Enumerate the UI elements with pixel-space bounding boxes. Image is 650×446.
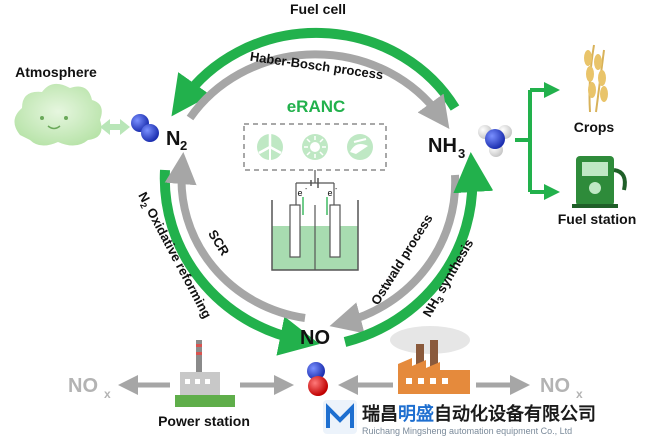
electron-right-sup: - [335,186,338,193]
fuel-cell-label: Fuel cell [290,1,346,17]
watermark-company-cn: 瑞昌明盛自动化设备有限公司 [362,403,596,424]
factory-icon [390,326,470,394]
n2-oxidative-rest: Oxidative reforming [142,202,215,321]
eranc-title: eRANC [287,97,346,116]
distribution-arrows [515,82,560,200]
nox-left-label: NO [68,375,98,397]
ostwald-arrow [329,174,460,334]
fuel-cell-arrow [171,27,460,117]
watermark-cn-part-a: 瑞昌 [362,404,398,424]
no-label: NO [300,327,330,349]
electron-right-label: e [327,188,332,198]
nh3-label: NH [428,135,457,157]
watermark-cn-part-b: 明盛 [398,403,434,424]
electrochemical-cell-icon [271,178,359,271]
power-station-label: Power station [158,413,250,429]
n2-oxidative-reforming-arrow [159,169,320,356]
water-hand-icon [347,134,373,160]
electron-left-sup: - [305,186,308,193]
fuel-station-label: Fuel station [558,211,637,227]
nox-right-subscript: x [576,387,583,401]
electron-left-label: e [297,188,302,198]
sun-icon [302,134,328,160]
scr-arrow [164,152,306,322]
nox-left-subscript: x [104,387,111,401]
haber-bosch-arrow [186,50,450,129]
nh3-subscript: 3 [458,146,465,161]
atmosphere-label: Atmosphere [15,64,97,80]
n2-oxidative-sub: 2 [138,201,149,210]
n2-molecule-icon [131,114,159,142]
company-watermark [323,400,357,434]
no-molecule-icon [307,362,328,396]
scr-label: SCR [205,227,233,259]
nh3-synthesis-label: NH3 synthesis [420,236,478,320]
nh3-synthesis-arrow [343,152,494,347]
crops-label: Crops [574,119,615,135]
watermark-company-en: Ruichang Mingsheng automation equipment … [362,426,572,436]
fuel-pump-icon [572,156,627,208]
double-arrow-icon [100,119,130,135]
n2-subscript: 2 [180,138,187,153]
watermark-cn-part-c: 自动化设备有限公司 [434,403,596,424]
renewable-energy-box [243,123,387,171]
wind-turbine-icon [257,134,283,162]
nh3-synthesis-sub: 3 [435,295,446,304]
wheat-icon [584,44,608,113]
n2-label: N [166,128,180,150]
cloud-icon [14,83,102,146]
power-station-icon [175,340,235,407]
company-logo-icon [326,403,354,428]
nox-right-label: NO [540,375,570,397]
nh3-molecule-icon [478,125,512,157]
